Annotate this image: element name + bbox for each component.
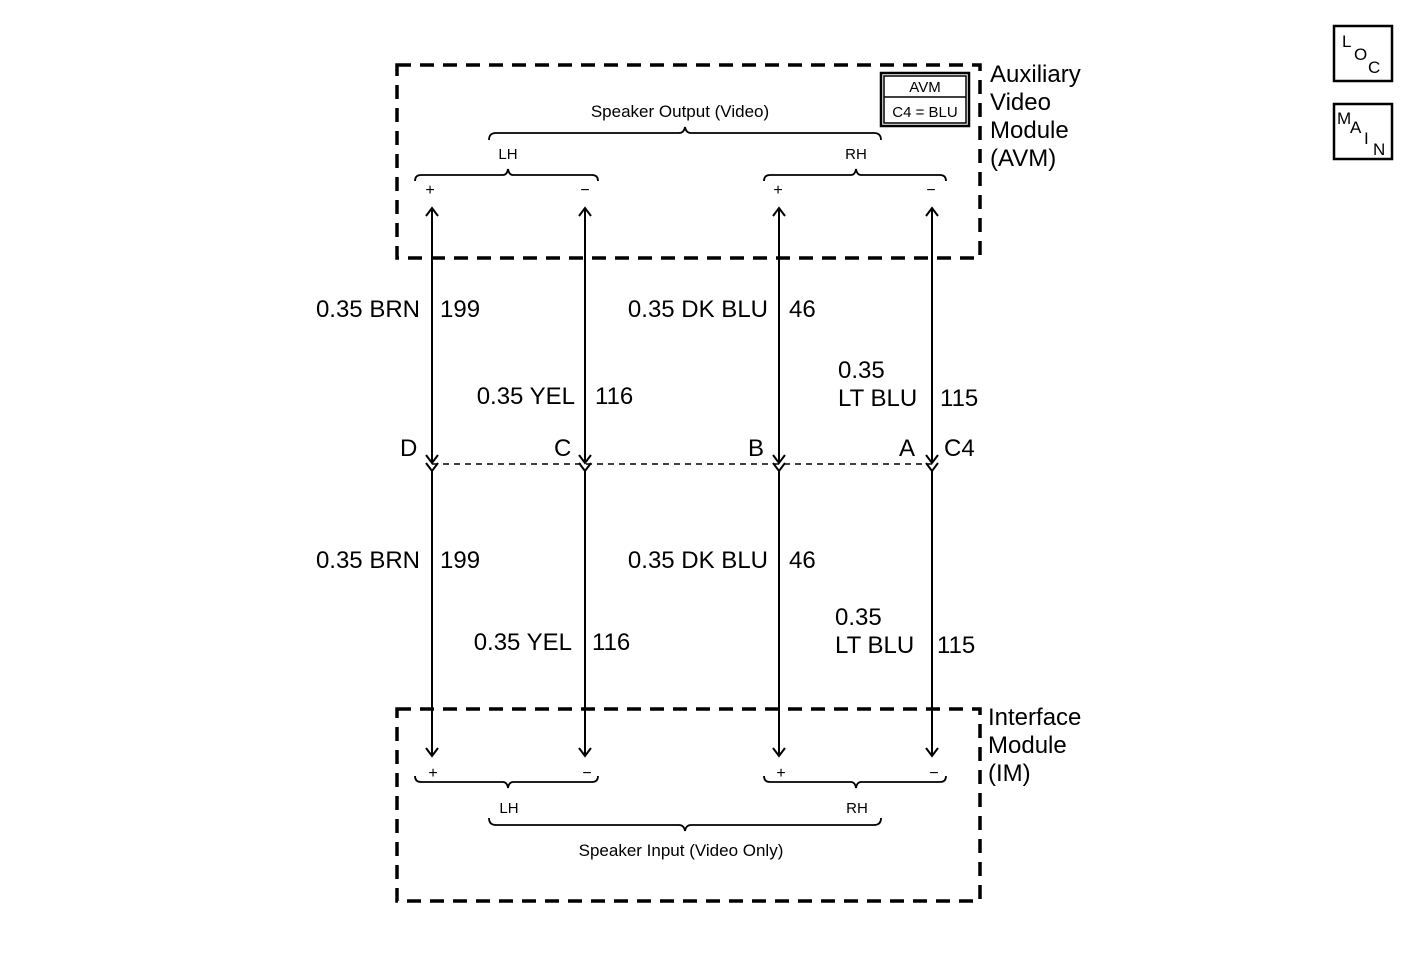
avm-connector-box: AVM C4 = BLU bbox=[879, 71, 971, 128]
wire-a-upper-color-line-2: LT BLU bbox=[838, 385, 917, 412]
im-group-brace bbox=[488, 817, 882, 832]
connector-name: C4 bbox=[944, 435, 975, 462]
im-rh-label: RH bbox=[846, 800, 868, 817]
im-lh-label: LH bbox=[499, 800, 518, 817]
im-lh-plus: + bbox=[428, 765, 437, 782]
im-name-line-3: (IM) bbox=[988, 760, 1031, 787]
wire-d-bottom-arrow bbox=[425, 747, 439, 758]
avm-lh-minus: − bbox=[580, 182, 589, 199]
wire-b-lower-color: 0.35 DK BLU bbox=[628, 547, 768, 574]
wire-b-upper-circuit: 46 bbox=[789, 296, 816, 323]
loc-button-letter-1: L bbox=[1342, 32, 1351, 51]
wire-a-upper-circuit: 115 bbox=[940, 385, 978, 412]
wire-c-upper-circuit: 116 bbox=[595, 383, 633, 410]
loc-button-letter-3: C bbox=[1368, 58, 1380, 77]
avm-connector-box-title: AVM bbox=[909, 79, 940, 96]
avm-group-label: Speaker Output (Video) bbox=[591, 102, 769, 121]
avm-lh-label: LH bbox=[498, 146, 517, 163]
wire-a-top-arrow bbox=[925, 206, 939, 217]
wire-a-bottom-arrow bbox=[925, 747, 939, 758]
avm-lh-plus: + bbox=[425, 182, 434, 199]
avm-name-line-3: Module bbox=[990, 117, 1069, 144]
avm-name-line-1: Auxiliary bbox=[990, 61, 1081, 88]
im-group-label: Speaker Input (Video Only) bbox=[579, 841, 784, 860]
wire-c-lower-circuit: 116 bbox=[592, 629, 630, 656]
avm-module-outline bbox=[395, 63, 982, 260]
wire-c-lower-color: 0.35 YEL bbox=[474, 629, 572, 656]
im-rh-minus: − bbox=[929, 765, 938, 782]
main-button-letter-3: I bbox=[1364, 129, 1369, 148]
wire-d-upper-circuit: 199 bbox=[440, 296, 480, 323]
im-rh-brace bbox=[763, 775, 947, 789]
loc-button-letter-2: O bbox=[1354, 45, 1367, 64]
loc-button[interactable]: L O C bbox=[1332, 24, 1394, 83]
connector-pin-a: A bbox=[899, 435, 915, 462]
avm-group-brace bbox=[488, 126, 882, 141]
wire-a-lower-circuit: 115 bbox=[937, 632, 975, 659]
connector-pin-c: C bbox=[554, 435, 571, 462]
main-button[interactable]: M A I N bbox=[1332, 102, 1394, 161]
wire-b-lower-circuit: 46 bbox=[789, 547, 816, 574]
avm-rh-minus: − bbox=[926, 182, 935, 199]
wire-a-upper-color-line-1: 0.35 bbox=[838, 357, 885, 384]
wire-a-lower-color-line-1: 0.35 bbox=[835, 604, 882, 631]
avm-module: Auxiliary Video Module (AVM) AVM C4 = BL… bbox=[395, 61, 1081, 260]
wire-d-lower-circuit: 199 bbox=[440, 547, 480, 574]
im-name-line-2: Module bbox=[988, 732, 1067, 759]
wire-c bbox=[578, 206, 592, 758]
avm-connector-box-color: C4 = BLU bbox=[892, 104, 957, 121]
im-lh-minus: − bbox=[582, 765, 591, 782]
wire-b-bottom-arrow bbox=[772, 747, 786, 758]
im-module-outline bbox=[395, 707, 982, 903]
avm-rh-brace bbox=[763, 168, 947, 182]
avm-name-line-4: (AVM) bbox=[990, 145, 1056, 172]
wire-d-upper-color: 0.35 BRN bbox=[316, 296, 420, 323]
main-button-letter-2: A bbox=[1350, 118, 1362, 137]
avm-rh-plus: + bbox=[773, 182, 782, 199]
avm-rh-label: RH bbox=[845, 146, 867, 163]
wire-b-top-arrow bbox=[772, 206, 786, 217]
wire-c-bottom-arrow bbox=[578, 747, 592, 758]
wire-b-upper-color: 0.35 DK BLU bbox=[628, 296, 768, 323]
wire-b bbox=[772, 206, 786, 758]
wire-d bbox=[425, 206, 439, 758]
wire-c-top-arrow bbox=[578, 206, 592, 217]
connector-pin-b: B bbox=[748, 435, 764, 462]
wire-d-lower-color: 0.35 BRN bbox=[316, 547, 420, 574]
im-module: Interface Module (IM) + − + − LH RH Spea… bbox=[395, 704, 1081, 903]
connector-pin-d: D bbox=[400, 435, 417, 462]
wire-a-lower-color-line-2: LT BLU bbox=[835, 632, 914, 659]
im-rh-plus: + bbox=[776, 765, 785, 782]
wire-d-top-arrow bbox=[425, 206, 439, 217]
wire-a bbox=[925, 206, 939, 758]
main-button-letter-1: M bbox=[1337, 109, 1351, 128]
im-name-line-1: Interface bbox=[988, 704, 1081, 731]
wire-c-upper-color: 0.35 YEL bbox=[477, 383, 575, 410]
avm-lh-brace bbox=[414, 168, 599, 182]
im-lh-brace bbox=[414, 775, 599, 789]
main-button-letter-4: N bbox=[1373, 140, 1385, 159]
avm-name-line-2: Video bbox=[990, 89, 1051, 116]
